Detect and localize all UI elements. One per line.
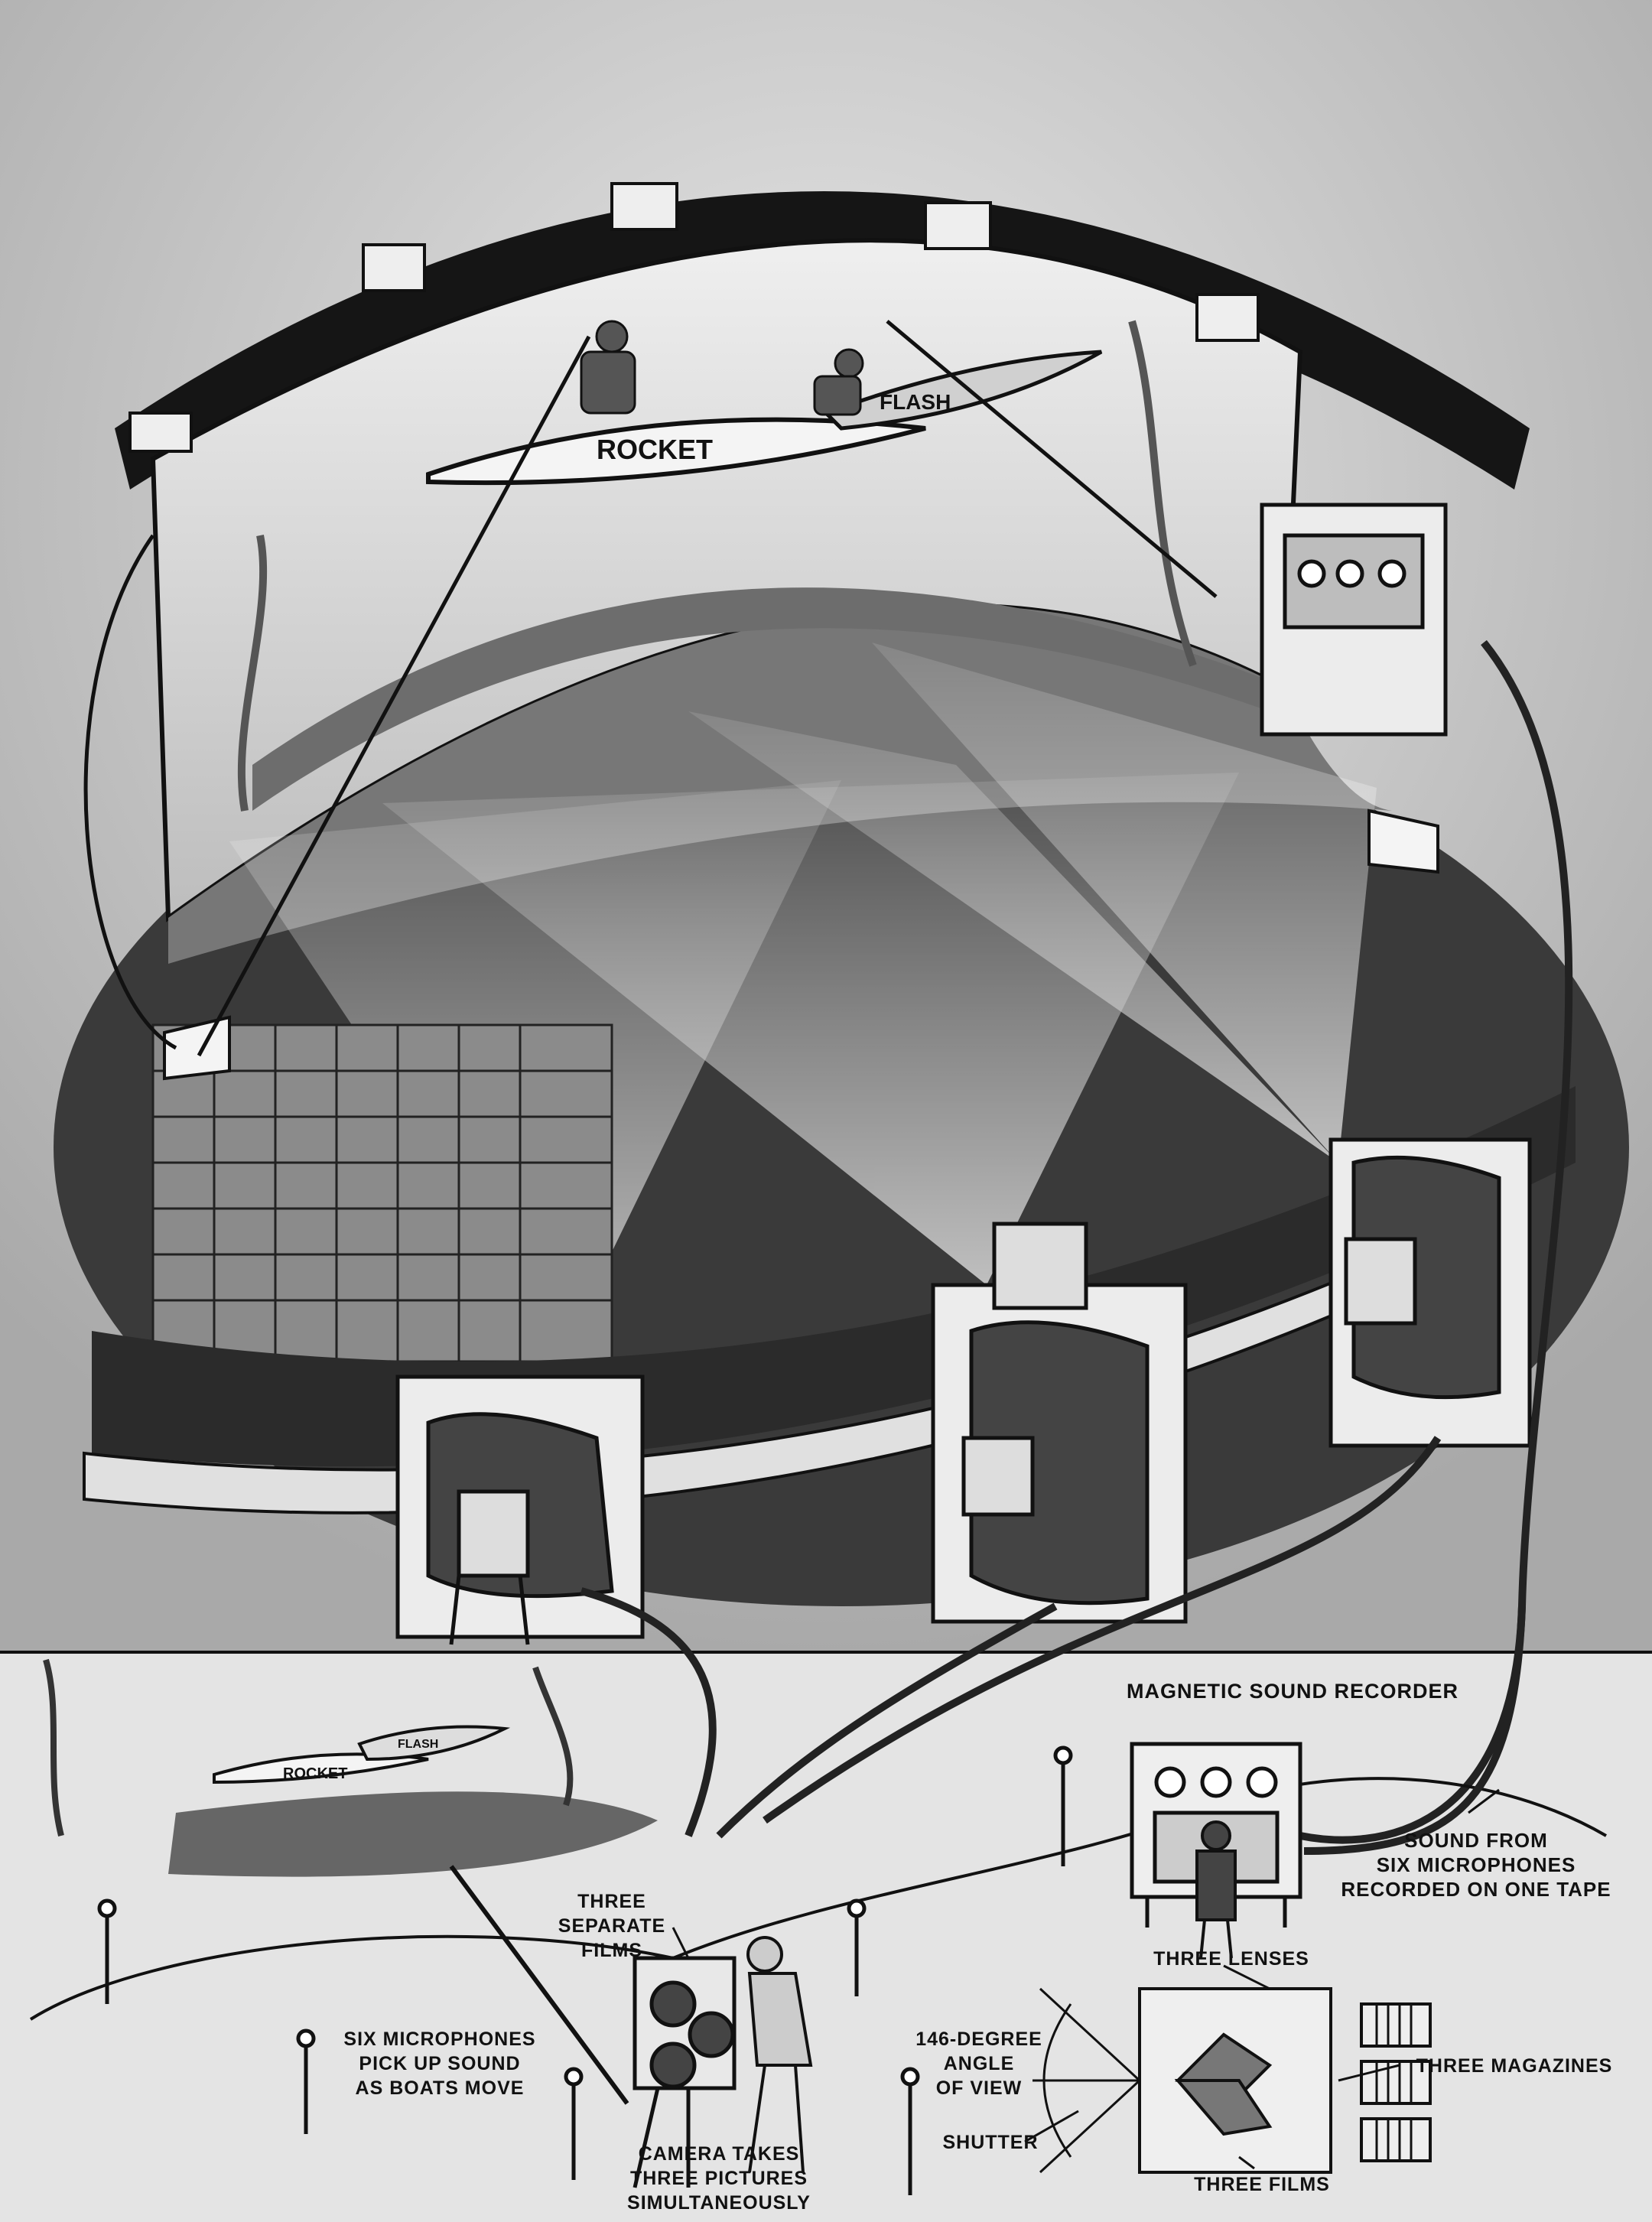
label-three-magazines: THREE MAGAZINES	[1416, 2055, 1613, 2077]
screen-trees	[237, 320, 1197, 812]
recorder-operator	[1195, 1820, 1237, 1959]
wire-lines	[83, 320, 1218, 1057]
river-water	[168, 1791, 658, 1877]
pointer-microphones	[449, 1865, 629, 2105]
label-six-microphones: SIX MICROPHONES PICK UP SOUND AS BOATS M…	[343, 2028, 536, 2099]
projection-beams	[229, 643, 1377, 1346]
projection-booth-center	[931, 1222, 1188, 1624]
label-shutter: SHUTTER	[942, 2132, 1039, 2153]
screen-boat-flash: FLASH	[822, 350, 1103, 431]
recorder-cable	[1303, 1606, 1526, 1855]
three-lens-camera	[633, 1956, 737, 2188]
main-seating	[92, 1086, 1576, 1467]
field-boat-rocket: ROCKET	[213, 1752, 429, 1784]
field-boat-flash: FLASH	[357, 1725, 511, 1762]
screen-frame	[115, 191, 1530, 490]
projection-booth-left	[395, 1375, 645, 1645]
screen-drivers	[580, 320, 864, 416]
label-three-separate-films: THREE SEPARATE FILMS	[558, 1891, 666, 1961]
label-pointers	[672, 1788, 1500, 2170]
label-three-films: THREE FILMS	[1194, 2174, 1330, 2195]
svg-text:FLASH: FLASH	[880, 390, 951, 414]
microphone-poles	[97, 1745, 1073, 2195]
cameraman	[746, 1936, 813, 2173]
label-magnetic-sound-recorder: MAGNETIC SOUND RECORDER	[1126, 1680, 1459, 1703]
svg-text:FLASH: FLASH	[398, 1738, 438, 1751]
lens-diagram	[1138, 1987, 1432, 2174]
screen-speakers	[128, 182, 1260, 453]
left-seating	[151, 1023, 613, 1363]
ground-outline	[29, 1777, 1608, 2021]
svg-text:ROCKET: ROCKET	[597, 434, 713, 465]
label-three-lenses: THREE LENSES	[1153, 1948, 1309, 1970]
svg-text:ROCKET: ROCKET	[283, 1765, 347, 1782]
screen-grass	[252, 587, 1270, 811]
film-cables	[580, 639, 1573, 1844]
sound-control-booth	[1260, 503, 1448, 737]
angle-of-view-rays	[1032, 1987, 1141, 2174]
field-trees	[43, 1658, 574, 1836]
label-sound-from-microphones: SOUND FROM SIX MICROPHONES RECORDED ON O…	[1341, 1829, 1611, 1901]
label-camera-takes: CAMERA TAKES THREE PICTURES SIMULTANEOUS…	[627, 2143, 811, 2214]
magazine-stripes	[1375, 2004, 1413, 2161]
projection-booth-right	[1328, 1137, 1532, 1448]
screen-boat-rocket: ROCKET	[426, 417, 926, 486]
label-angle-of-view: 146-DEGREE ANGLE OF VIEW	[915, 2028, 1042, 2099]
